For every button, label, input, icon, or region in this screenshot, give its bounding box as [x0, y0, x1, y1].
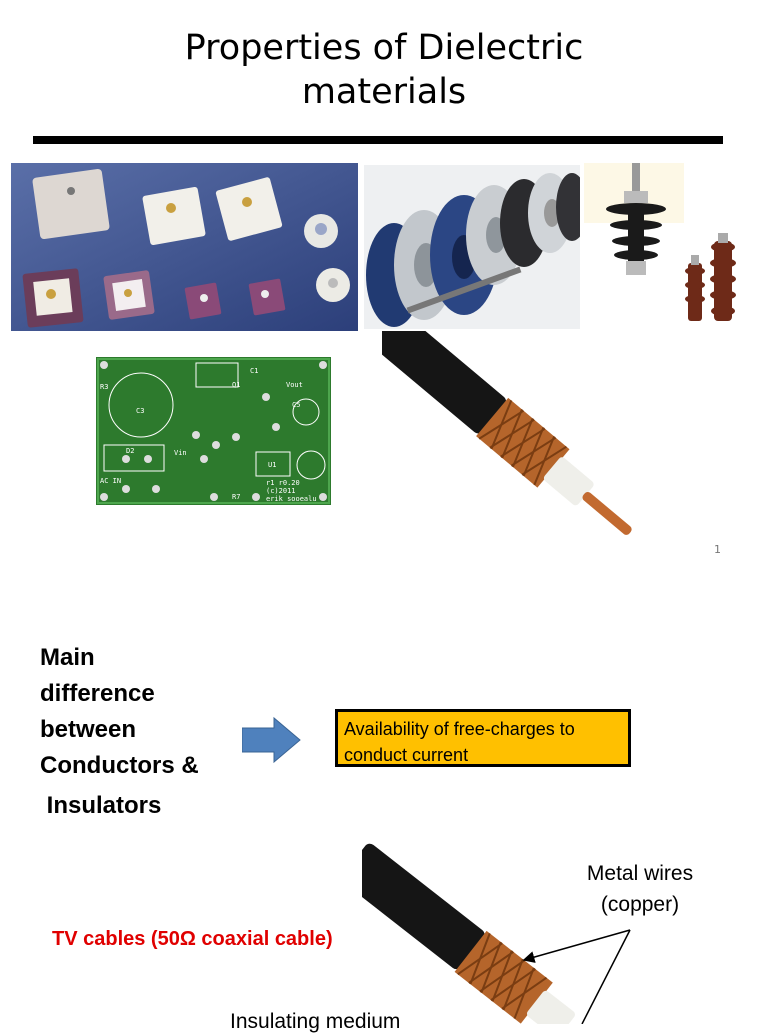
pcb-label-c1: C1	[250, 367, 258, 375]
page-number: 1	[714, 543, 721, 556]
pcb-label-d2: D2	[126, 447, 134, 455]
post-insulators-image	[584, 163, 748, 329]
right-arrow-icon	[242, 716, 301, 764]
pcb-image: C3 R3 Q1 C1 Vout C5 D2 Vin AC IN U1 R7 r…	[96, 357, 331, 505]
disc-insulators-image	[364, 165, 580, 329]
slide-title-line2: materials	[301, 72, 467, 112]
arrow-to-core	[581, 929, 631, 1024]
pcb-label-c3: C3	[136, 407, 144, 415]
pcb-label-q1: Q1	[232, 381, 240, 389]
slide-title: Properties of Dielectric materials	[0, 26, 768, 114]
heading-line-3: between	[40, 716, 137, 743]
box-text-line1: Availability of free-charges to	[344, 719, 575, 739]
pcb-credit-3: erik sooealu	[266, 495, 317, 503]
pcb-label-vout: Vout	[286, 381, 303, 389]
metal-line2: (copper)	[600, 893, 680, 916]
free-charges-box: Availability of free-charges to conduct …	[335, 709, 631, 767]
pcb-credit-2: (c)2011	[266, 487, 296, 495]
ceramic-pads-image	[11, 163, 358, 331]
pcb-label-vin: Vin	[174, 449, 187, 457]
arrow-to-braid	[522, 929, 631, 963]
main-difference-heading: Main difference between Conductors & Ins…	[40, 640, 199, 824]
tv-cables-label: TV cables (50Ω coaxial cable)	[52, 928, 333, 950]
heading-line-5: Insulators	[40, 792, 162, 819]
pcb-label-u1: U1	[268, 461, 276, 469]
coax-cable-image	[382, 331, 632, 563]
insulating-medium-label: Insulating medium	[230, 1010, 401, 1033]
pcb-label-c5: C5	[292, 401, 300, 409]
pcb-label-ac-in: AC IN	[100, 477, 121, 485]
pcb-credit-1: r1 r0.20	[266, 479, 300, 487]
title-divider	[33, 136, 723, 144]
box-text-line2: conduct current	[344, 745, 469, 765]
metal-line1: Metal wires	[586, 862, 694, 885]
heading-line-2: difference	[40, 680, 155, 707]
pcb-label-r3: R3	[100, 383, 108, 391]
metal-wires-label: Metal wires (copper)	[560, 858, 720, 920]
heading-line-1: Main	[40, 644, 95, 671]
pointer-arrows	[522, 929, 631, 1024]
heading-line-4: Conductors &	[40, 752, 199, 779]
coax-cable-image-2	[362, 840, 582, 1024]
pcb-label-r7: R7	[232, 493, 240, 501]
slide-title-line1: Properties of Dielectric	[184, 28, 584, 68]
